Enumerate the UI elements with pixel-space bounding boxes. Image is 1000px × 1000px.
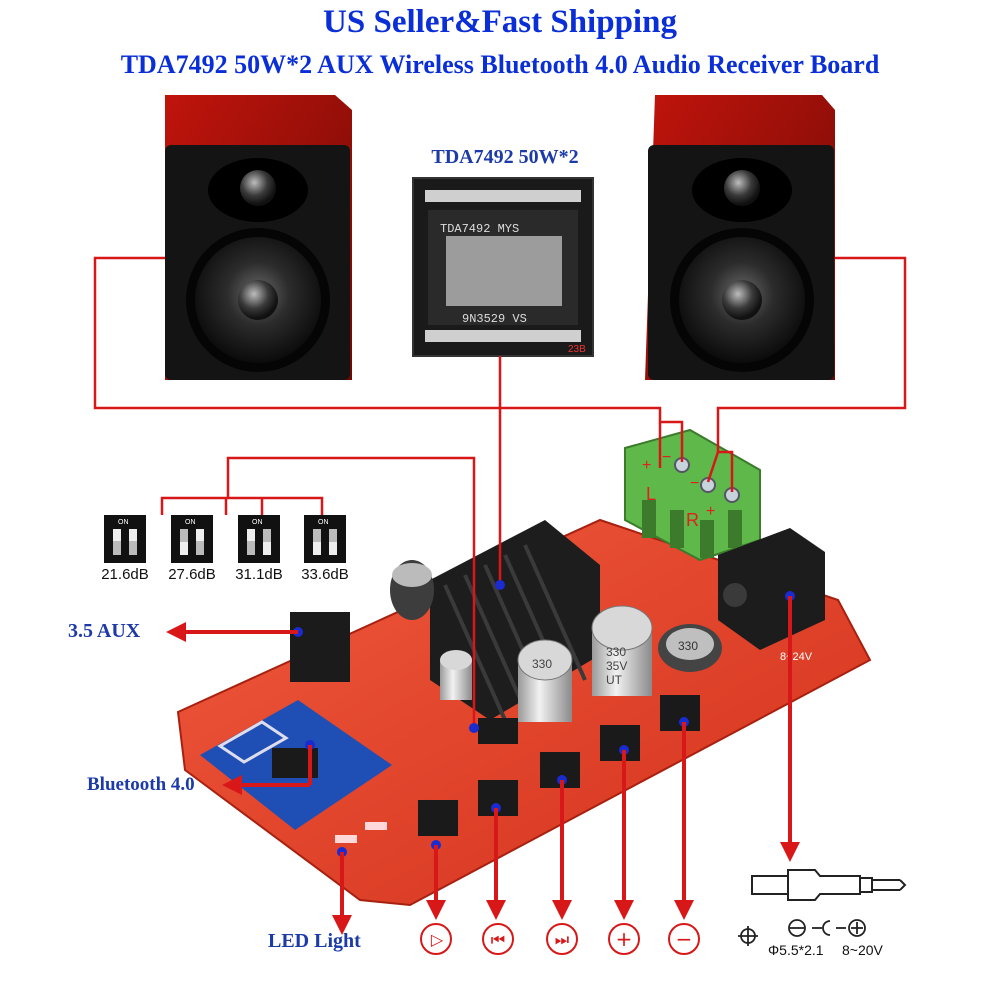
amplifier-board: 330 35V UT 330 330	[176, 428, 872, 907]
capacitor-330-center: 330	[517, 639, 573, 722]
svg-text:UT: UT	[606, 673, 623, 687]
svg-text:−: −	[662, 449, 671, 466]
gain-dip-switch	[478, 718, 518, 744]
plug-voltage: 8~20V	[842, 942, 883, 958]
chip-corner-mark: 23B	[568, 344, 586, 355]
volume-down-icon: −	[676, 927, 693, 951]
capacitor-small	[440, 650, 472, 700]
inductor-330: 330	[658, 624, 722, 672]
polarity-icon	[738, 919, 866, 946]
page-title: US Seller&Fast Shipping	[323, 4, 677, 40]
svg-text:ON: ON	[118, 519, 129, 526]
left-channel-label: L	[646, 484, 656, 504]
svg-text:35V: 35V	[606, 659, 627, 673]
svg-text:+: +	[642, 457, 651, 474]
chip-marking-top: TDA7492 MYS	[440, 222, 519, 236]
svg-text:8~24V: 8~24V	[780, 651, 813, 663]
wiring	[93, 256, 907, 728]
svg-text:330: 330	[532, 657, 552, 671]
page-subtitle: TDA7492 50W*2 AUX Wireless Bluetooth 4.0…	[120, 50, 880, 79]
chip-marking-bottom: 9N3529 VS	[462, 312, 527, 326]
right-speaker	[645, 95, 835, 380]
svg-text:ON: ON	[185, 519, 196, 526]
capacitor-large-left	[390, 560, 434, 620]
gain-label-4: 33.6dB	[301, 566, 349, 583]
gain-label-2: 27.6dB	[168, 566, 216, 583]
bluetooth-label: Bluetooth 4.0	[87, 774, 195, 795]
next-icon: ⏭	[555, 930, 569, 949]
svg-text:330: 330	[606, 645, 626, 659]
svg-text:−: −	[690, 475, 699, 492]
svg-text:ON: ON	[252, 519, 263, 526]
svg-text:ON: ON	[318, 519, 329, 526]
plug-dimension: Φ5.5*2.1	[768, 942, 824, 958]
led-label: LED Light	[268, 930, 361, 952]
dc-plug-icon	[751, 869, 907, 901]
chip-inset: TDA7492 MYS 9N3529 VS 23B	[412, 177, 594, 357]
gain-label-3: 31.1dB	[235, 566, 283, 583]
chip-label: TDA7492 50W*2	[431, 146, 579, 168]
function-icons	[420, 923, 700, 955]
svg-text:330: 330	[678, 639, 698, 653]
tweeter-icon	[724, 170, 760, 206]
aux-jack	[290, 612, 350, 682]
right-channel-label: R	[686, 510, 699, 530]
led-indicators	[335, 822, 387, 843]
dip-switch-icons: ON ON ON ON	[104, 515, 346, 563]
left-speaker	[165, 95, 352, 380]
previous-icon: ⏮	[491, 930, 505, 949]
tweeter-icon	[240, 170, 276, 206]
gain-label-1: 21.6dB	[101, 566, 149, 583]
capacitor-330-35v: 330 35V UT	[591, 605, 653, 696]
volume-up-icon: +	[616, 927, 633, 951]
svg-text:+: +	[706, 503, 715, 520]
aux-label: 3.5 AUX	[68, 620, 141, 642]
play-icon: ▷	[431, 930, 444, 949]
